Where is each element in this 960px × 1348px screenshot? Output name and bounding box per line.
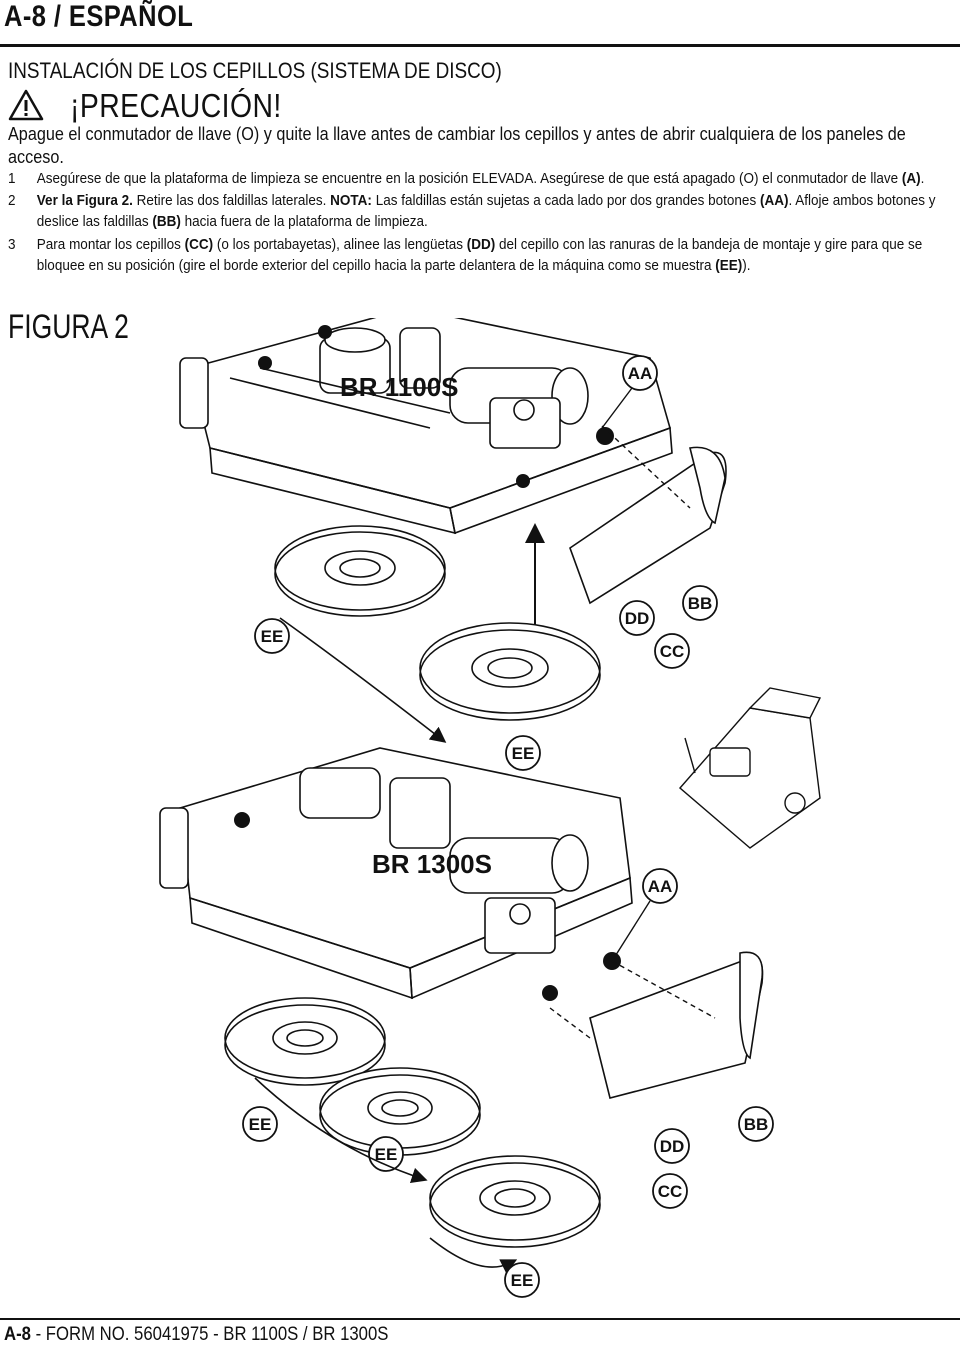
rotation-arrow	[254, 1077, 428, 1184]
brush-disc-top-right	[419, 622, 601, 721]
warning-heading-row: ¡PRECAUCIÓN!	[8, 87, 948, 127]
callout-dd-top: DD	[619, 600, 655, 636]
knob-icon	[234, 812, 621, 1001]
side-skirt-bottom	[589, 951, 764, 1099]
rotation-arrow	[429, 1237, 518, 1274]
brush-disc-top-left	[274, 525, 446, 617]
scrubber-machine-illustration	[679, 687, 822, 849]
brush-installation-diagram: BR 1100S AA BB DD CC EE	[159, 318, 822, 1298]
page-header-title: A-8 / ESPAÑOL	[4, 0, 194, 33]
step-ref-bold: (CC)	[184, 236, 214, 253]
deck-br1300s	[159, 747, 633, 1000]
step-ref-bold: (AA)	[759, 192, 789, 209]
step-text-run: (o los portabayetas), alinee las lengüet…	[213, 236, 467, 253]
warning-triangle-icon	[8, 89, 44, 121]
footer-page-number: A-8	[4, 1324, 31, 1345]
callout-label: CC	[660, 642, 685, 661]
section-title: INSTALACIÓN DE LOS CEPILLOS (SISTEMA DE …	[8, 58, 502, 83]
step-text-run: Las faldillas están sujetas a cada lado …	[371, 192, 760, 209]
deck-br1100s	[179, 318, 673, 535]
callout-label: AA	[648, 877, 673, 896]
callout-aa-top: AA	[601, 355, 658, 429]
callout-label: EE	[512, 744, 535, 763]
rotation-arrow	[279, 617, 447, 743]
step-text-run: Retire las dos faldillas laterales.	[132, 192, 331, 209]
side-skirt-top	[569, 446, 727, 605]
callout-bb-top: BB	[682, 585, 718, 621]
step-ref-bold: (BB)	[152, 213, 181, 230]
figure-label: FIGURA 2	[8, 308, 129, 346]
callout-cc-bottom: CC	[652, 1173, 688, 1209]
callout-label: EE	[249, 1115, 272, 1134]
callout-label: DD	[660, 1137, 685, 1156]
callout-aa-bottom: AA	[613, 868, 678, 959]
callout-label: CC	[658, 1182, 683, 1201]
callout-label: DD	[625, 609, 650, 628]
callout-ee-bottom-left: EE	[242, 1106, 278, 1142]
caution-text: Apague el conmutador de llave (O) y quit…	[8, 124, 906, 167]
callout-ee-bottom-right: EE	[504, 1262, 540, 1298]
step-text: Ver la Figura 2. Retire las dos faldilla…	[37, 190, 946, 232]
callout-dd-bottom: DD	[654, 1128, 690, 1164]
callout-label: AA	[628, 364, 653, 383]
callout-label: BB	[688, 594, 713, 613]
step-ref-bold: (EE)	[715, 257, 743, 274]
knob-icon	[258, 325, 614, 488]
step-number: 2	[8, 192, 16, 209]
step-text: Para montar los cepillos (CC) (o los por…	[37, 234, 946, 276]
step-text-run: Para montar los cepillos	[36, 236, 185, 253]
step-text-run: del cepillo con las ranuras de la bandej…	[36, 236, 923, 274]
step-number: 3	[8, 236, 16, 253]
step-text-run: .	[920, 170, 925, 187]
callout-label: EE	[261, 627, 284, 646]
callout-ee-top-right: EE	[505, 735, 541, 771]
brush-disc-bottom-middle	[319, 1067, 481, 1156]
step-number: 1	[8, 170, 16, 187]
callout-label: BB	[744, 1115, 769, 1134]
footer-rule	[0, 1318, 960, 1320]
page-footer: A-8 - FORM NO. 56041975 - BR 1100S / BR …	[4, 1324, 388, 1346]
step-text-run: ).	[742, 257, 751, 274]
model-label-br1100s: BR 1100S	[340, 372, 459, 402]
step-ref-bold: (DD)	[466, 236, 496, 253]
step-ref-bold: Ver la Figura 2.	[36, 192, 133, 209]
step-text: Asegúrese de que la plataforma de limpie…	[37, 168, 946, 189]
step-text-run: hacia fuera de la plataforma de limpieza…	[180, 213, 428, 230]
callout-ee-bottom-middle: EE	[368, 1136, 404, 1172]
callout-label: EE	[375, 1145, 398, 1164]
step-note-bold: NOTA:	[330, 192, 372, 209]
step-ref-bold: (A)	[901, 170, 921, 187]
footer-form-text: - FORM NO. 56041975 - BR 1100S / BR 1300…	[30, 1324, 389, 1345]
model-label-br1300s: BR 1300S	[372, 849, 492, 879]
brush-disc-bottom-left	[224, 997, 386, 1086]
step-text-run: Asegúrese de que la plataforma de limpie…	[36, 170, 902, 187]
callout-cc-top: CC	[654, 633, 690, 669]
callout-label: EE	[511, 1271, 534, 1290]
header-rule	[0, 44, 960, 47]
callout-ee-top-left: EE	[254, 618, 290, 654]
callout-bb-bottom: BB	[738, 1106, 774, 1142]
brush-disc-bottom-right	[429, 1155, 601, 1248]
step-text-run: . Afloje ambos botones y deslice las fal…	[36, 192, 936, 230]
caution-heading: ¡PRECAUCIÓN!	[70, 87, 282, 124]
